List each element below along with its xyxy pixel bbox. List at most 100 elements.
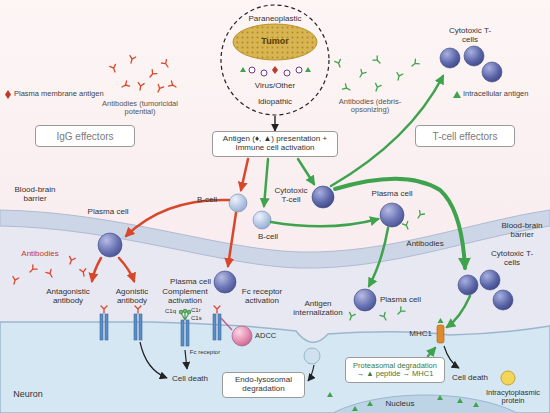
antibody — [162, 60, 171, 69]
circle-text: Idiopathic — [220, 98, 330, 107]
antibody — [395, 72, 403, 80]
box-text: Proteasomal degradation → ▲ peptide → MH… — [351, 362, 439, 379]
antibody — [373, 56, 382, 65]
label-text: Antibodies — [406, 240, 443, 249]
c1q-head — [187, 310, 190, 313]
label-text: C1q — [165, 308, 176, 315]
t-cell — [312, 186, 334, 208]
green-arrow — [298, 159, 314, 184]
receptor — [100, 314, 103, 340]
antibody — [46, 269, 55, 278]
t-cell — [482, 62, 502, 82]
antigen-triangle — [305, 67, 311, 72]
antibody — [28, 265, 37, 274]
antibody — [410, 59, 419, 68]
antibody — [416, 211, 425, 220]
box-text: Endo-lysosomal degradation — [228, 376, 299, 394]
b-cell — [253, 211, 271, 229]
label-text: Intracytoplasmic protein — [482, 389, 544, 406]
receptor — [186, 320, 189, 346]
membrane-antigen — [272, 66, 278, 74]
label-text: Antigen internalization — [287, 300, 349, 318]
receptor — [181, 320, 184, 346]
source-circle: ParaneoplasticTumorVirus/OtherIdiopathic — [220, 4, 330, 116]
label-text: Cell death — [172, 375, 208, 384]
t-cell — [464, 46, 484, 66]
plasma-cell — [214, 271, 236, 293]
label-text: C1s — [191, 315, 202, 322]
antibody — [80, 269, 87, 277]
antigen-triangle — [352, 406, 358, 411]
green-main-arrow — [335, 179, 465, 268]
virus-particle — [261, 70, 267, 76]
label-text: Blood-brain barrier — [497, 222, 547, 240]
black-arrow — [308, 365, 314, 381]
process-box: IgG effectors — [35, 125, 135, 147]
label-text: Plasma cell — [372, 190, 413, 199]
red-arrow — [241, 159, 248, 190]
flow-arrow — [274, 116, 275, 131]
t-cell-arrows — [264, 76, 470, 356]
label-text: Cytotoxic T-cells — [489, 250, 535, 268]
antigen-triangle — [367, 401, 373, 406]
virus-particle — [249, 67, 255, 73]
agonistic-antibody — [135, 306, 141, 313]
process-box: Antigen (♦, ▲) presentation + Immune cel… — [212, 131, 338, 157]
green-arrow — [369, 228, 388, 286]
black-arrow — [444, 346, 459, 368]
antibody — [373, 83, 381, 92]
box-text: IgG effectors — [56, 131, 113, 142]
red-arrow — [126, 200, 229, 236]
antibody — [335, 59, 343, 68]
label-text: MHC1 — [409, 330, 432, 339]
antibody — [121, 81, 130, 90]
receptor — [139, 314, 142, 340]
b-cell — [229, 194, 247, 212]
virus-particle — [296, 67, 302, 73]
black-arrow — [140, 342, 167, 378]
antibody — [128, 55, 136, 63]
label-text: Complement activation — [159, 288, 211, 306]
fc-antibody — [214, 306, 220, 313]
red-arrow — [228, 213, 236, 266]
label-text: B-cell — [197, 196, 217, 205]
label-text: Antagonistic antibody — [38, 288, 98, 306]
box-text: Antigen (♦, ▲) presentation + Immune cel… — [218, 135, 332, 153]
plasma-cell — [98, 233, 122, 257]
antibody — [402, 221, 410, 230]
antigen-triangle — [437, 395, 443, 400]
receptor — [105, 314, 108, 340]
intracellular-antigens — [327, 392, 479, 411]
plasma-cell — [354, 289, 376, 311]
label-text: Plasma cell — [170, 278, 211, 287]
circle-text: Virus/Other — [220, 82, 330, 91]
green-arrow — [264, 159, 268, 206]
receptor — [213, 314, 216, 340]
antibody — [155, 84, 163, 93]
legend-text: Intracellular antigen — [463, 90, 528, 98]
antibody — [168, 81, 177, 90]
dashed-circle — [221, 5, 329, 115]
spacer — [440, 384, 441, 385]
legend-diamond — [5, 90, 11, 99]
label-text: C1r — [191, 307, 201, 314]
label-text: Antibodies — [21, 250, 58, 259]
green-arrow — [447, 296, 470, 327]
antigen-triangle — [473, 402, 479, 407]
box-text: T-cell effectors — [433, 131, 498, 142]
green-antibodies — [335, 56, 425, 322]
peptide-triangle — [438, 318, 444, 323]
label-text: ADCC — [255, 332, 276, 340]
nk-cell — [232, 326, 252, 346]
c1q-head — [183, 309, 186, 312]
label-text: Cytotoxic T-cell — [272, 187, 310, 205]
antibody — [137, 83, 144, 91]
label-text: Fc receptor activation — [237, 288, 287, 306]
label-text: Cell death — [452, 374, 488, 383]
antibody — [342, 84, 351, 93]
process-box: Endo-lysosomal degradation — [222, 372, 305, 398]
label-text: Fc receptor — [190, 349, 220, 356]
